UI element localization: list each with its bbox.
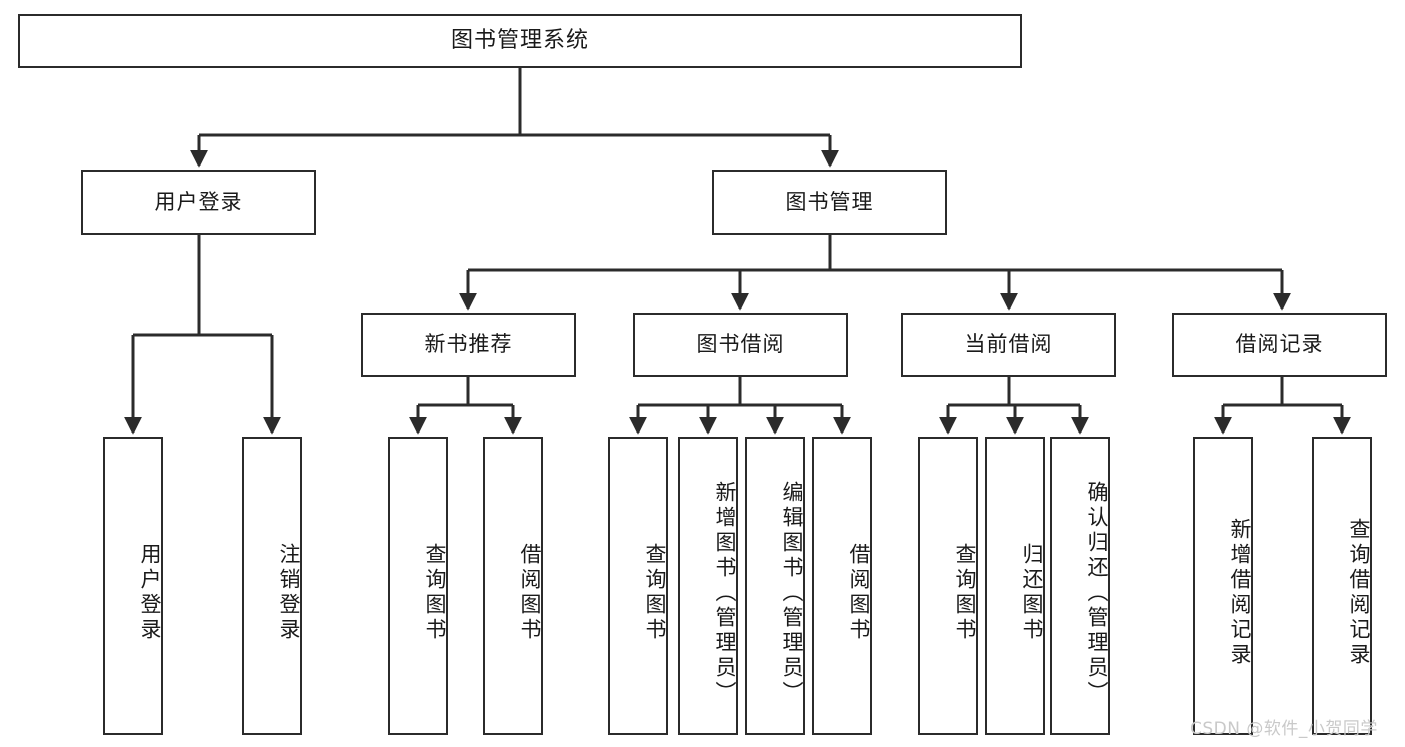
leaf-borrow-book-recommend[interactable]: 借阅图书 xyxy=(483,437,543,735)
node-borrow-record[interactable]: 借阅记录 xyxy=(1172,313,1387,377)
node-current-borrow[interactable]: 当前借阅 xyxy=(901,313,1116,377)
csdn-watermark: CSDN @软件_小贺同学 xyxy=(1190,719,1378,739)
leaf-return-book[interactable]: 归还图书 xyxy=(985,437,1045,735)
node-book-management[interactable]: 图书管理 xyxy=(712,170,947,235)
node-user-login[interactable]: 用户登录 xyxy=(81,170,316,235)
leaf-user-logout[interactable]: 注销登录 xyxy=(242,437,302,735)
leaf-confirm-return-admin[interactable]: 确认归还（管理员） xyxy=(1050,437,1110,735)
leaf-query-book-borrow[interactable]: 查询图书 xyxy=(608,437,668,735)
leaf-query-borrow-record[interactable]: 查询借阅记录 xyxy=(1312,437,1372,735)
leaf-borrow-book[interactable]: 借阅图书 xyxy=(812,437,872,735)
leaf-query-book-current[interactable]: 查询图书 xyxy=(918,437,978,735)
leaf-user-login[interactable]: 用户登录 xyxy=(103,437,163,735)
leaf-add-borrow-record[interactable]: 新增借阅记录 xyxy=(1193,437,1253,735)
leaf-edit-book-admin[interactable]: 编辑图书（管理员） xyxy=(745,437,805,735)
node-new-book-recommend[interactable]: 新书推荐 xyxy=(361,313,576,377)
leaf-add-book-admin[interactable]: 新增图书（管理员） xyxy=(678,437,738,735)
node-book-borrow[interactable]: 图书借阅 xyxy=(633,313,848,377)
leaf-query-book-recommend[interactable]: 查询图书 xyxy=(388,437,448,735)
node-root[interactable]: 图书管理系统 xyxy=(18,14,1022,68)
